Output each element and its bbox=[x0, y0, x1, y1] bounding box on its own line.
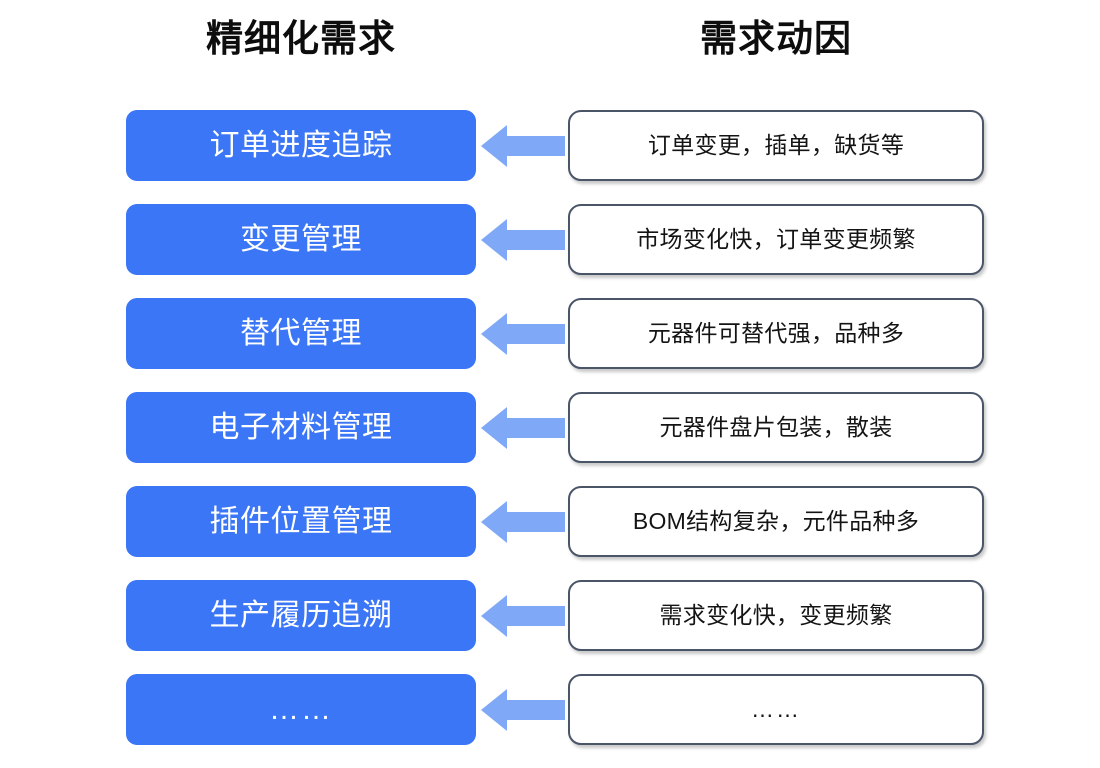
left-arrow-icon bbox=[481, 218, 565, 261]
requirement-row-4: 电子材料管理 元器件盘片包装，散装 bbox=[0, 392, 1100, 463]
need-label-6: 生产履历追溯 bbox=[209, 598, 393, 632]
requirement-row-2: 变更管理 市场变化快，订单变更频繁 bbox=[0, 204, 1100, 275]
cause-label-5: BOM结构复杂，元件品种多 bbox=[632, 508, 920, 534]
need-label-2: 变更管理 bbox=[240, 222, 362, 256]
cause-box-7[interactable]: …… bbox=[568, 674, 984, 745]
need-box-7[interactable]: …… bbox=[126, 674, 476, 745]
need-label-4: 电子材料管理 bbox=[209, 410, 393, 444]
need-label-3: 替代管理 bbox=[240, 316, 362, 350]
cause-label-6: 需求变化快，变更频繁 bbox=[659, 602, 893, 628]
cause-label-3: 元器件可替代强，品种多 bbox=[647, 320, 905, 346]
requirement-row-6: 生产履历追溯 需求变化快，变更频繁 bbox=[0, 580, 1100, 651]
need-label-7: …… bbox=[269, 692, 333, 726]
cause-box-1[interactable]: 订单变更，插单，缺货等 bbox=[568, 110, 984, 181]
left-arrow-icon bbox=[481, 594, 565, 637]
cause-label-2: 市场变化快，订单变更频繁 bbox=[636, 226, 916, 252]
left-arrow-icon bbox=[481, 124, 565, 167]
cause-label-4: 元器件盘片包装，散装 bbox=[659, 414, 893, 440]
cause-box-3[interactable]: 元器件可替代强，品种多 bbox=[568, 298, 984, 369]
requirement-row-7: …… …… bbox=[0, 674, 1100, 745]
left-arrow-icon bbox=[481, 688, 565, 731]
requirement-row-3: 替代管理 元器件可替代强，品种多 bbox=[0, 298, 1100, 369]
cause-box-5[interactable]: BOM结构复杂，元件品种多 bbox=[568, 486, 984, 557]
need-label-5: 插件位置管理 bbox=[209, 504, 393, 538]
need-box-4[interactable]: 电子材料管理 bbox=[126, 392, 476, 463]
requirement-row-5: 插件位置管理 BOM结构复杂，元件品种多 bbox=[0, 486, 1100, 557]
cause-box-2[interactable]: 市场变化快，订单变更频繁 bbox=[568, 204, 984, 275]
column-headers: 精细化需求 需求动因 bbox=[0, 13, 1100, 65]
cause-label-7: …… bbox=[751, 696, 801, 722]
left-arrow-icon bbox=[481, 406, 565, 449]
cause-box-6[interactable]: 需求变化快，变更频繁 bbox=[568, 580, 984, 651]
left-arrow-icon bbox=[481, 312, 565, 355]
need-box-5[interactable]: 插件位置管理 bbox=[126, 486, 476, 557]
cause-box-4[interactable]: 元器件盘片包装，散装 bbox=[568, 392, 984, 463]
header-requirement-drivers: 需求动因 bbox=[700, 18, 852, 59]
need-box-2[interactable]: 变更管理 bbox=[126, 204, 476, 275]
header-refined-requirements: 精细化需求 bbox=[206, 18, 396, 59]
need-box-6[interactable]: 生产履历追溯 bbox=[126, 580, 476, 651]
need-label-1: 订单进度追踪 bbox=[209, 128, 393, 162]
requirement-rows: 订单进度追踪 订单变更，插单，缺货等 变更管理 市场变化快，订单变更频繁 替代管… bbox=[0, 110, 1100, 768]
need-box-3[interactable]: 替代管理 bbox=[126, 298, 476, 369]
need-box-1[interactable]: 订单进度追踪 bbox=[126, 110, 476, 181]
left-arrow-icon bbox=[481, 500, 565, 543]
cause-label-1: 订单变更，插单，缺货等 bbox=[647, 132, 905, 158]
requirement-row-1: 订单进度追踪 订单变更，插单，缺货等 bbox=[0, 110, 1100, 181]
